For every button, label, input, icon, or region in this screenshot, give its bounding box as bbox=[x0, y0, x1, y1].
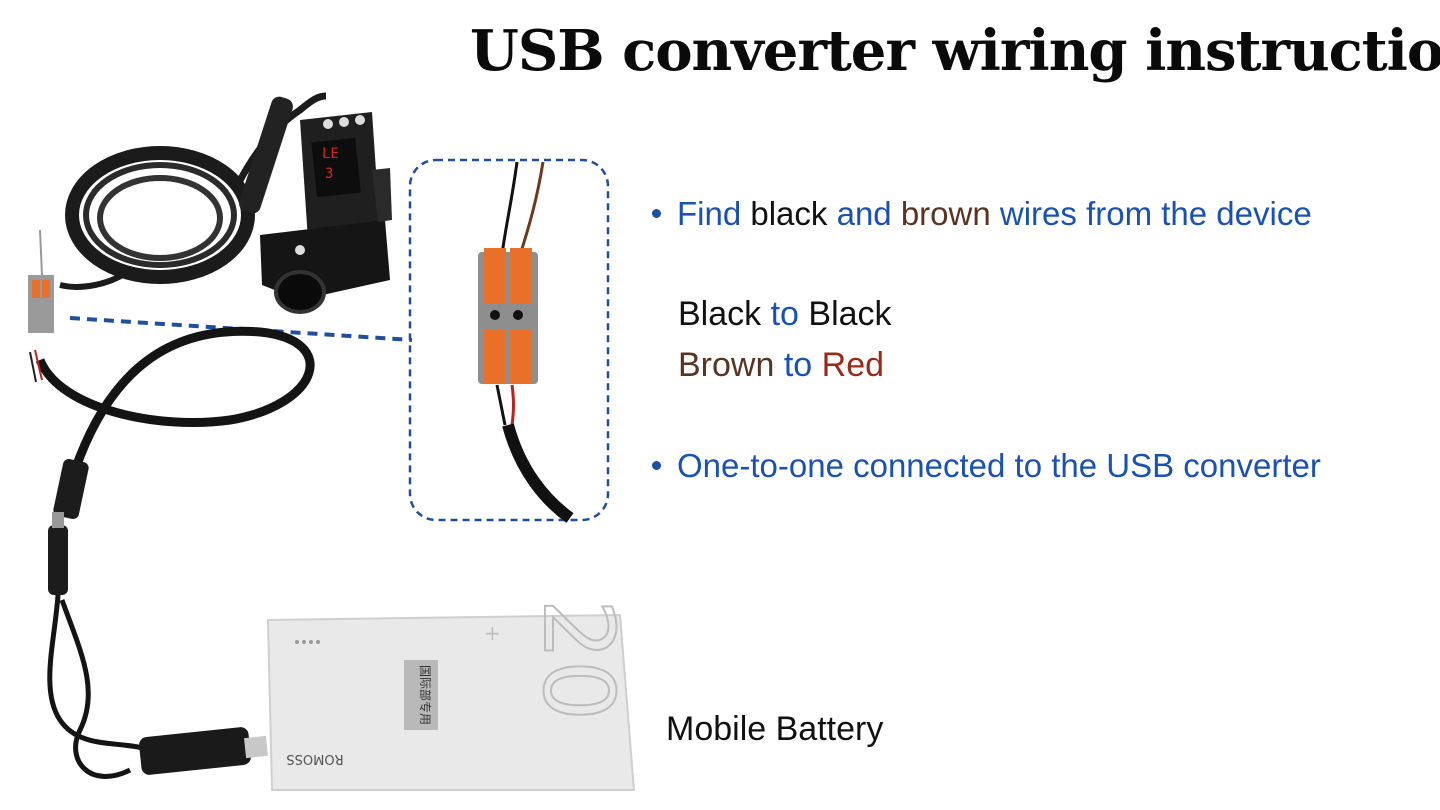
bullet-find-wires: Find black and brown wires from the devi… bbox=[652, 195, 1312, 233]
svg-text:3: 3 bbox=[325, 166, 333, 182]
battery-sticker-text: 国际部专用 bbox=[418, 665, 433, 725]
battery-brand-print: ROMOSS bbox=[286, 751, 343, 766]
pair-brown-to-red: Brown to Red bbox=[678, 346, 885, 384]
page-title: USB converter wiring instruction bbox=[470, 18, 1440, 84]
sensor-device: LE 3 bbox=[260, 112, 392, 314]
device-cable-coil bbox=[59, 92, 327, 290]
mobile-battery: 国际部专用 20 + ROMOSS bbox=[266, 598, 636, 791]
callout-wires bbox=[495, 161, 574, 523]
usb-a-tip bbox=[244, 735, 268, 759]
bullet-dot bbox=[652, 208, 661, 218]
bullet-usb-converter: One-to-one connected to the USB converte… bbox=[652, 447, 1321, 485]
svg-text:LE: LE bbox=[322, 146, 339, 162]
battery-plus-print: + bbox=[484, 621, 501, 645]
usb-converter-plug bbox=[139, 727, 251, 775]
dc-barrel-female bbox=[53, 459, 89, 519]
dc-barrel-male bbox=[48, 525, 68, 595]
callout-box bbox=[408, 158, 610, 522]
pair-black-to-black: Black to Black bbox=[678, 295, 892, 333]
battery-capacity-print: 20 bbox=[522, 599, 634, 721]
dc-cable-loop bbox=[29, 326, 315, 472]
usb-converter-cable bbox=[47, 594, 151, 779]
bullet-dot bbox=[652, 460, 661, 470]
callout-lever-connector bbox=[478, 248, 538, 384]
battery-sticker bbox=[404, 660, 438, 730]
device-plug bbox=[239, 96, 293, 214]
mobile-battery-label: Mobile Battery bbox=[666, 710, 884, 748]
small-lever-connector bbox=[28, 229, 54, 333]
